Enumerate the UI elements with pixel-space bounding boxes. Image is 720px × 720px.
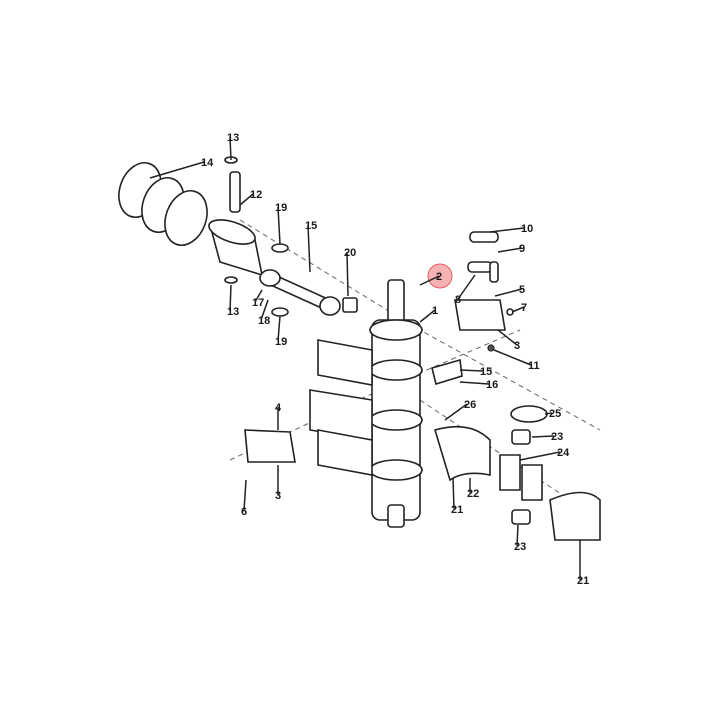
part-label-3: 3 xyxy=(275,490,281,502)
part-label-11: 11 xyxy=(528,360,540,372)
part-label-15: 15 xyxy=(480,366,492,378)
leader-line xyxy=(277,315,281,342)
leader-line xyxy=(459,369,484,372)
leader-line xyxy=(239,193,254,206)
leader-line xyxy=(519,451,561,461)
pistons-assembled xyxy=(309,339,373,476)
leader-line xyxy=(489,227,525,233)
part-label-10: 10 xyxy=(521,223,533,235)
part-label-4: 4 xyxy=(275,402,282,414)
part-label-6: 6 xyxy=(241,506,247,518)
part-label-22: 22 xyxy=(467,488,479,500)
part-label-3: 3 xyxy=(514,340,520,352)
leader-line xyxy=(511,306,525,313)
leader-line xyxy=(229,284,232,312)
leader-line xyxy=(457,274,476,300)
leader-line xyxy=(444,403,468,421)
part-label-17: 17 xyxy=(252,297,264,309)
rod-caps-and-bearings xyxy=(244,231,601,541)
leader-line xyxy=(254,289,263,303)
part-label-15: 15 xyxy=(305,220,317,232)
part-label-25: 25 xyxy=(549,408,561,420)
leader-line xyxy=(497,329,518,346)
leader-line xyxy=(516,524,519,547)
piston-rings xyxy=(118,162,208,246)
leader-line xyxy=(452,477,455,510)
callout-highlight-2[interactable] xyxy=(427,263,453,289)
leader-line xyxy=(419,275,440,286)
part-label-7: 7 xyxy=(521,302,527,314)
part-label-24: 24 xyxy=(557,447,570,459)
leader-line xyxy=(149,161,205,179)
leader-line xyxy=(346,251,349,297)
part-label-26: 26 xyxy=(464,399,476,411)
part-label-19: 19 xyxy=(275,202,287,214)
part-label-23: 23 xyxy=(551,431,563,443)
piston xyxy=(208,171,264,277)
part-label-13: 13 xyxy=(227,132,239,144)
leader-line xyxy=(494,288,523,297)
part-label-20: 20 xyxy=(344,247,356,259)
part-label-23: 23 xyxy=(514,541,526,553)
part-label-18: 18 xyxy=(258,315,270,327)
leader-line xyxy=(497,247,523,253)
part-label-16: 16 xyxy=(486,379,498,391)
part-label-12: 12 xyxy=(250,189,262,201)
part-label-14: 14 xyxy=(201,157,214,169)
leader-line xyxy=(260,299,269,321)
part-label-8: 8 xyxy=(455,294,461,306)
leader-line xyxy=(307,224,311,273)
part-label-1: 1 xyxy=(432,305,438,317)
leader-line xyxy=(243,479,247,512)
leader-line xyxy=(531,435,555,438)
connecting-rod xyxy=(224,156,358,317)
part-label-9: 9 xyxy=(519,243,525,255)
leader-line xyxy=(544,412,553,415)
part-label-2[interactable]: 2 xyxy=(436,271,442,283)
part-label-19: 19 xyxy=(275,336,287,348)
part-label-5: 5 xyxy=(519,284,525,296)
part-label-21: 21 xyxy=(577,575,589,587)
leader-line xyxy=(493,349,532,366)
leader-line xyxy=(229,136,232,161)
leader-line xyxy=(459,381,490,385)
crankshaft xyxy=(369,279,423,528)
leader-line xyxy=(277,206,281,245)
part-label-21: 21 xyxy=(451,504,463,516)
leader-line xyxy=(419,309,436,323)
part-label-13: 13 xyxy=(227,306,239,318)
